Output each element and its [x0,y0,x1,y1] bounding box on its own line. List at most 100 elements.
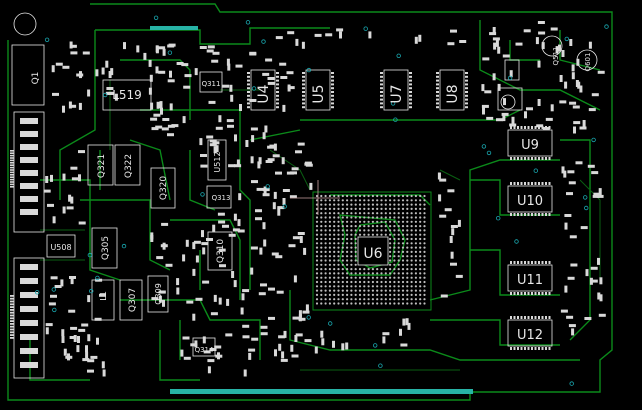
passive-pad [555,46,559,54]
bga-ball [371,268,374,271]
passive-pad [561,166,565,174]
via [200,192,205,197]
bga-ball [333,263,336,266]
bga-ball [358,268,362,271]
bga-ball [380,216,383,219]
bga-ball [346,233,349,236]
bga-ball [380,203,383,206]
via [583,195,588,200]
passive-pad [314,33,322,37]
bga-ball [414,268,417,271]
bga-ball [401,203,405,206]
bga-ball [414,255,417,258]
passive-pad [206,135,214,139]
label-u11: U11 [517,273,543,288]
bga-ball [337,293,340,296]
bga-ball [333,194,336,198]
bga-ball [376,207,379,210]
bga-ball [419,280,422,284]
bga-ball [397,237,400,241]
chip-pin [409,83,412,86]
passive-pad [192,313,196,321]
passive-pad [444,208,452,212]
passive-pad [269,144,277,148]
passive-pad [226,119,234,123]
chip-pin [548,157,551,160]
bga-ball [380,225,383,228]
via [245,20,251,25]
bga-ball [333,229,336,232]
pcb-inner-traces [40,80,601,371]
chip-pin [247,94,250,97]
passive-pad [150,102,154,110]
via [35,290,40,295]
bga-ball [337,285,340,288]
passive-pad [593,192,601,196]
bga-ball [423,220,426,223]
bga-ball [406,268,409,271]
bga-ball [419,237,422,241]
bga-ball [393,263,396,266]
chip-pin [302,87,305,90]
passive-pad [571,72,575,80]
chip-pin [331,102,334,105]
bga-ball [410,203,413,206]
chip-pin [302,94,305,97]
passive-pad [207,359,215,363]
bga-ball [380,272,383,275]
passive-pad [193,240,201,244]
bga-ball [315,207,319,210]
bga-ball [324,203,327,206]
bga-ball [371,220,374,223]
chip-pin [436,91,439,93]
bga-ball [393,255,396,258]
via [306,67,312,73]
bga-ball [393,242,396,245]
bga-ball [341,280,344,284]
connector-pin [10,171,14,174]
chip-pin [524,182,526,185]
bga-ball [354,263,357,266]
passive-pad [567,276,575,280]
passive-pad [69,336,77,339]
bga-ball [401,237,405,241]
bga-ball [363,233,366,236]
bga-ball [367,302,370,305]
bga-ball [401,250,405,253]
chip-pin [527,292,530,295]
connector-pin [10,152,14,154]
passive-pad [590,266,598,270]
bga-ball [371,285,374,288]
passive-pad [181,63,189,67]
passive-pad [405,318,409,326]
bga-ball [324,272,327,275]
passive-pad [450,251,454,259]
bga-ball [389,298,392,301]
bga-ball [367,280,370,284]
bga-ball [320,203,323,206]
bga-ball [324,207,327,210]
bga-ball [346,289,349,292]
passive-pad [264,125,268,133]
passive-pad [262,72,270,76]
passive-pad [579,126,587,130]
chip-pin [534,157,537,160]
passive-pad [537,99,541,106]
chip-pin [517,157,519,160]
bga-ball [346,220,349,223]
passive-pad [339,31,342,39]
chip-pin [538,157,540,160]
chip-pin [513,261,516,264]
chip-pin [276,75,279,78]
via [481,144,487,149]
bga-ball [341,272,344,275]
bga-ball [337,242,340,245]
bga-ball [401,276,405,279]
passive-pad [292,236,300,240]
chip-pin [520,261,523,264]
passive-pad [78,328,86,332]
passive-pad [234,134,237,142]
bga-ball [354,216,357,219]
bga-ball [371,280,374,284]
bga-ball [401,263,405,266]
